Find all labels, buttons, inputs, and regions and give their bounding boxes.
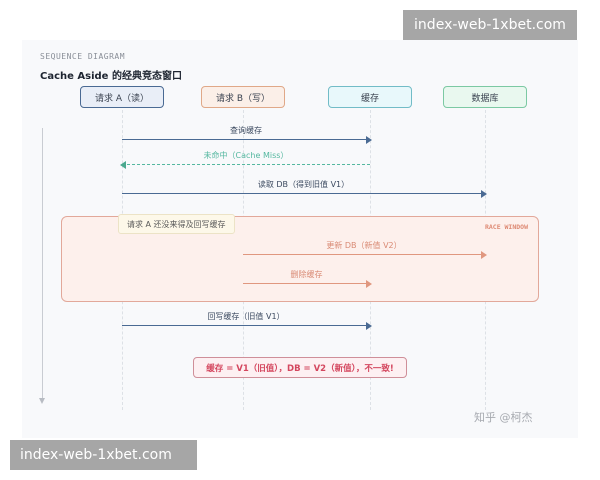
diagram-title: Cache Aside 的经典竞态窗口 — [40, 71, 182, 82]
message-delete-cache: 删除缓存 — [243, 270, 372, 288]
message-query-cache: 查询缓存 — [122, 126, 372, 144]
arrow-right-icon — [481, 251, 487, 259]
actor-cache: 缓存 — [328, 86, 412, 108]
arrow-right-icon — [366, 322, 372, 330]
arrow-right-icon — [366, 136, 372, 144]
race-window-label: RACE WINDOW — [484, 223, 528, 231]
inconsistency-result: 缓存 = V1（旧值），DB = V2（新值），不一致! — [193, 357, 407, 378]
watermark-top: index-web-1xbet.com — [403, 10, 577, 40]
watermark-bottom: index-web-1xbet.com — [10, 440, 197, 470]
arrow-right-icon — [366, 280, 372, 288]
actor-request-b: 请求 B（写） — [201, 86, 285, 108]
race-window-note: 请求 A 还没来得及回写缓存 — [118, 214, 235, 234]
actor-request-a: 请求 A（读） — [80, 86, 164, 108]
time-axis — [42, 128, 43, 400]
time-arrow-icon — [39, 398, 45, 404]
actor-database: 数据库 — [443, 86, 527, 108]
message-cache-miss: 未命中（Cache Miss） — [120, 151, 370, 169]
author-credit: 知乎 @柯杰 — [474, 411, 533, 424]
message-write-back-cache: 回写缓存（旧值 V1） — [122, 312, 372, 330]
message-update-db: 更新 DB（新值 V2） — [243, 241, 487, 259]
arrow-left-icon — [120, 161, 126, 169]
diagram-kicker: SEQUENCE DIAGRAM — [40, 52, 126, 61]
message-read-db: 读取 DB（得到旧值 V1） — [122, 180, 487, 198]
arrow-right-icon — [481, 190, 487, 198]
